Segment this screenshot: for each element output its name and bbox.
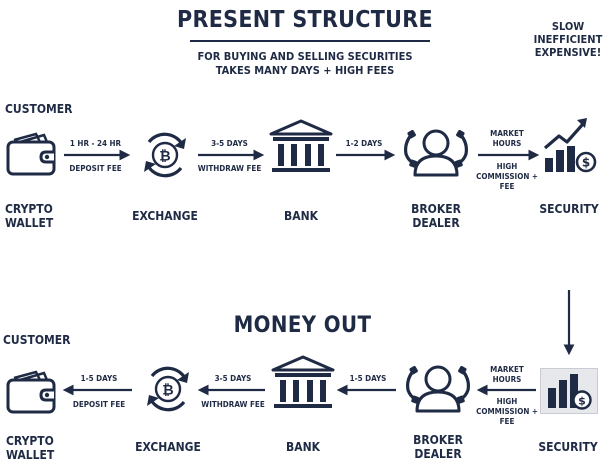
side-note-line-1: SLOW — [551, 20, 585, 33]
bottom-edge2-fee: WITHDRAW FEE — [201, 400, 265, 409]
svg-text:$: $ — [582, 156, 590, 170]
wallet-icon — [6, 132, 56, 176]
side-note-line-3: EXPENSIVE! — [534, 46, 602, 59]
svg-text:$: $ — [578, 395, 586, 408]
top-security-label: SECURITY — [539, 202, 599, 216]
page-title: PRESENT STRUCTURE — [177, 7, 433, 33]
bottom-broker-label-1: BROKER — [413, 433, 463, 447]
bottom-exchange-label: EXCHANGE — [135, 440, 201, 454]
bottom-edge4-time-1: MARKET — [490, 365, 524, 374]
top-edge1-time: 1 HR - 24 HR — [69, 139, 122, 148]
top-wallet-label-2: WALLET — [5, 216, 54, 230]
top-edge3-time: 1-2 DAYS — [345, 139, 383, 148]
bottom-edge1-fee: DEPOSIT FEE — [72, 400, 126, 409]
bottom-edge1-time: 1-5 DAYS — [80, 374, 118, 383]
bottom-broker-label-2: DEALER — [414, 447, 462, 461]
top-broker-label-1: BROKER — [411, 202, 461, 216]
top-customer-label: CUSTOMER — [5, 102, 73, 116]
svg-text:₿: ₿ — [159, 149, 170, 165]
bitcoin-exchange-icon: ₿ — [147, 366, 189, 412]
top-edge4-fee-1: HIGH — [496, 162, 518, 171]
top-edge4-fee-3: FEE — [499, 182, 515, 191]
side-note-line-2: INEFFICIENT — [533, 33, 603, 46]
bottom-wallet-label-2: WALLET — [6, 448, 55, 462]
bank-icon — [269, 119, 333, 172]
top-bank-label: BANK — [284, 209, 318, 223]
top-edge4-time-2: HOURS — [492, 139, 522, 148]
bank-icon — [271, 355, 335, 408]
broker-headset-icon — [406, 365, 470, 413]
subtitle-line-2: TAKES MANY DAYS + HIGH FEES — [215, 64, 395, 77]
bottom-edge4-time-2: HOURS — [492, 375, 522, 384]
wallet-icon — [6, 370, 56, 414]
bottom-edge4-fee-2: COMMISSION + — [476, 407, 538, 416]
bottom-edge4-fee-3: FEE — [499, 417, 515, 426]
subtitle-line-1: FOR BUYING AND SELLING SECURITIES — [197, 50, 413, 63]
security-chart-icon: $ — [548, 374, 592, 410]
broker-headset-icon — [404, 129, 468, 177]
bottom-bank-label: BANK — [286, 440, 320, 454]
top-wallet-label-1: CRYPTO — [5, 202, 53, 216]
svg-text:₿: ₿ — [162, 383, 173, 399]
security-chart-icon: $ — [543, 118, 597, 173]
title-underline — [190, 40, 430, 42]
bottom-wallet-label-1: CRYPTO — [6, 434, 54, 448]
bottom-edge2-time: 3-5 DAYS — [214, 374, 252, 383]
bitcoin-exchange-icon: ₿ — [144, 132, 186, 178]
top-edge2-fee: WITHDRAW FEE — [197, 164, 262, 173]
top-edge2-time: 3-5 DAYS — [211, 139, 248, 148]
top-exchange-label: EXCHANGE — [132, 209, 198, 223]
bottom-customer-label: CUSTOMER — [3, 333, 71, 347]
bottom-edge3-time: 1-5 DAYS — [349, 374, 387, 383]
top-edge4-time-1: MARKET — [490, 129, 524, 138]
top-broker-label-2: DEALER — [412, 216, 460, 230]
bottom-edge4-fee-1: HIGH — [496, 397, 518, 406]
top-edge4-fee-2: COMMISSION + — [476, 172, 538, 181]
bottom-security-label: SECURITY — [538, 440, 598, 454]
top-edge1-fee: DEPOSIT FEE — [69, 164, 122, 173]
money-out-title: MONEY OUT — [233, 313, 372, 338]
